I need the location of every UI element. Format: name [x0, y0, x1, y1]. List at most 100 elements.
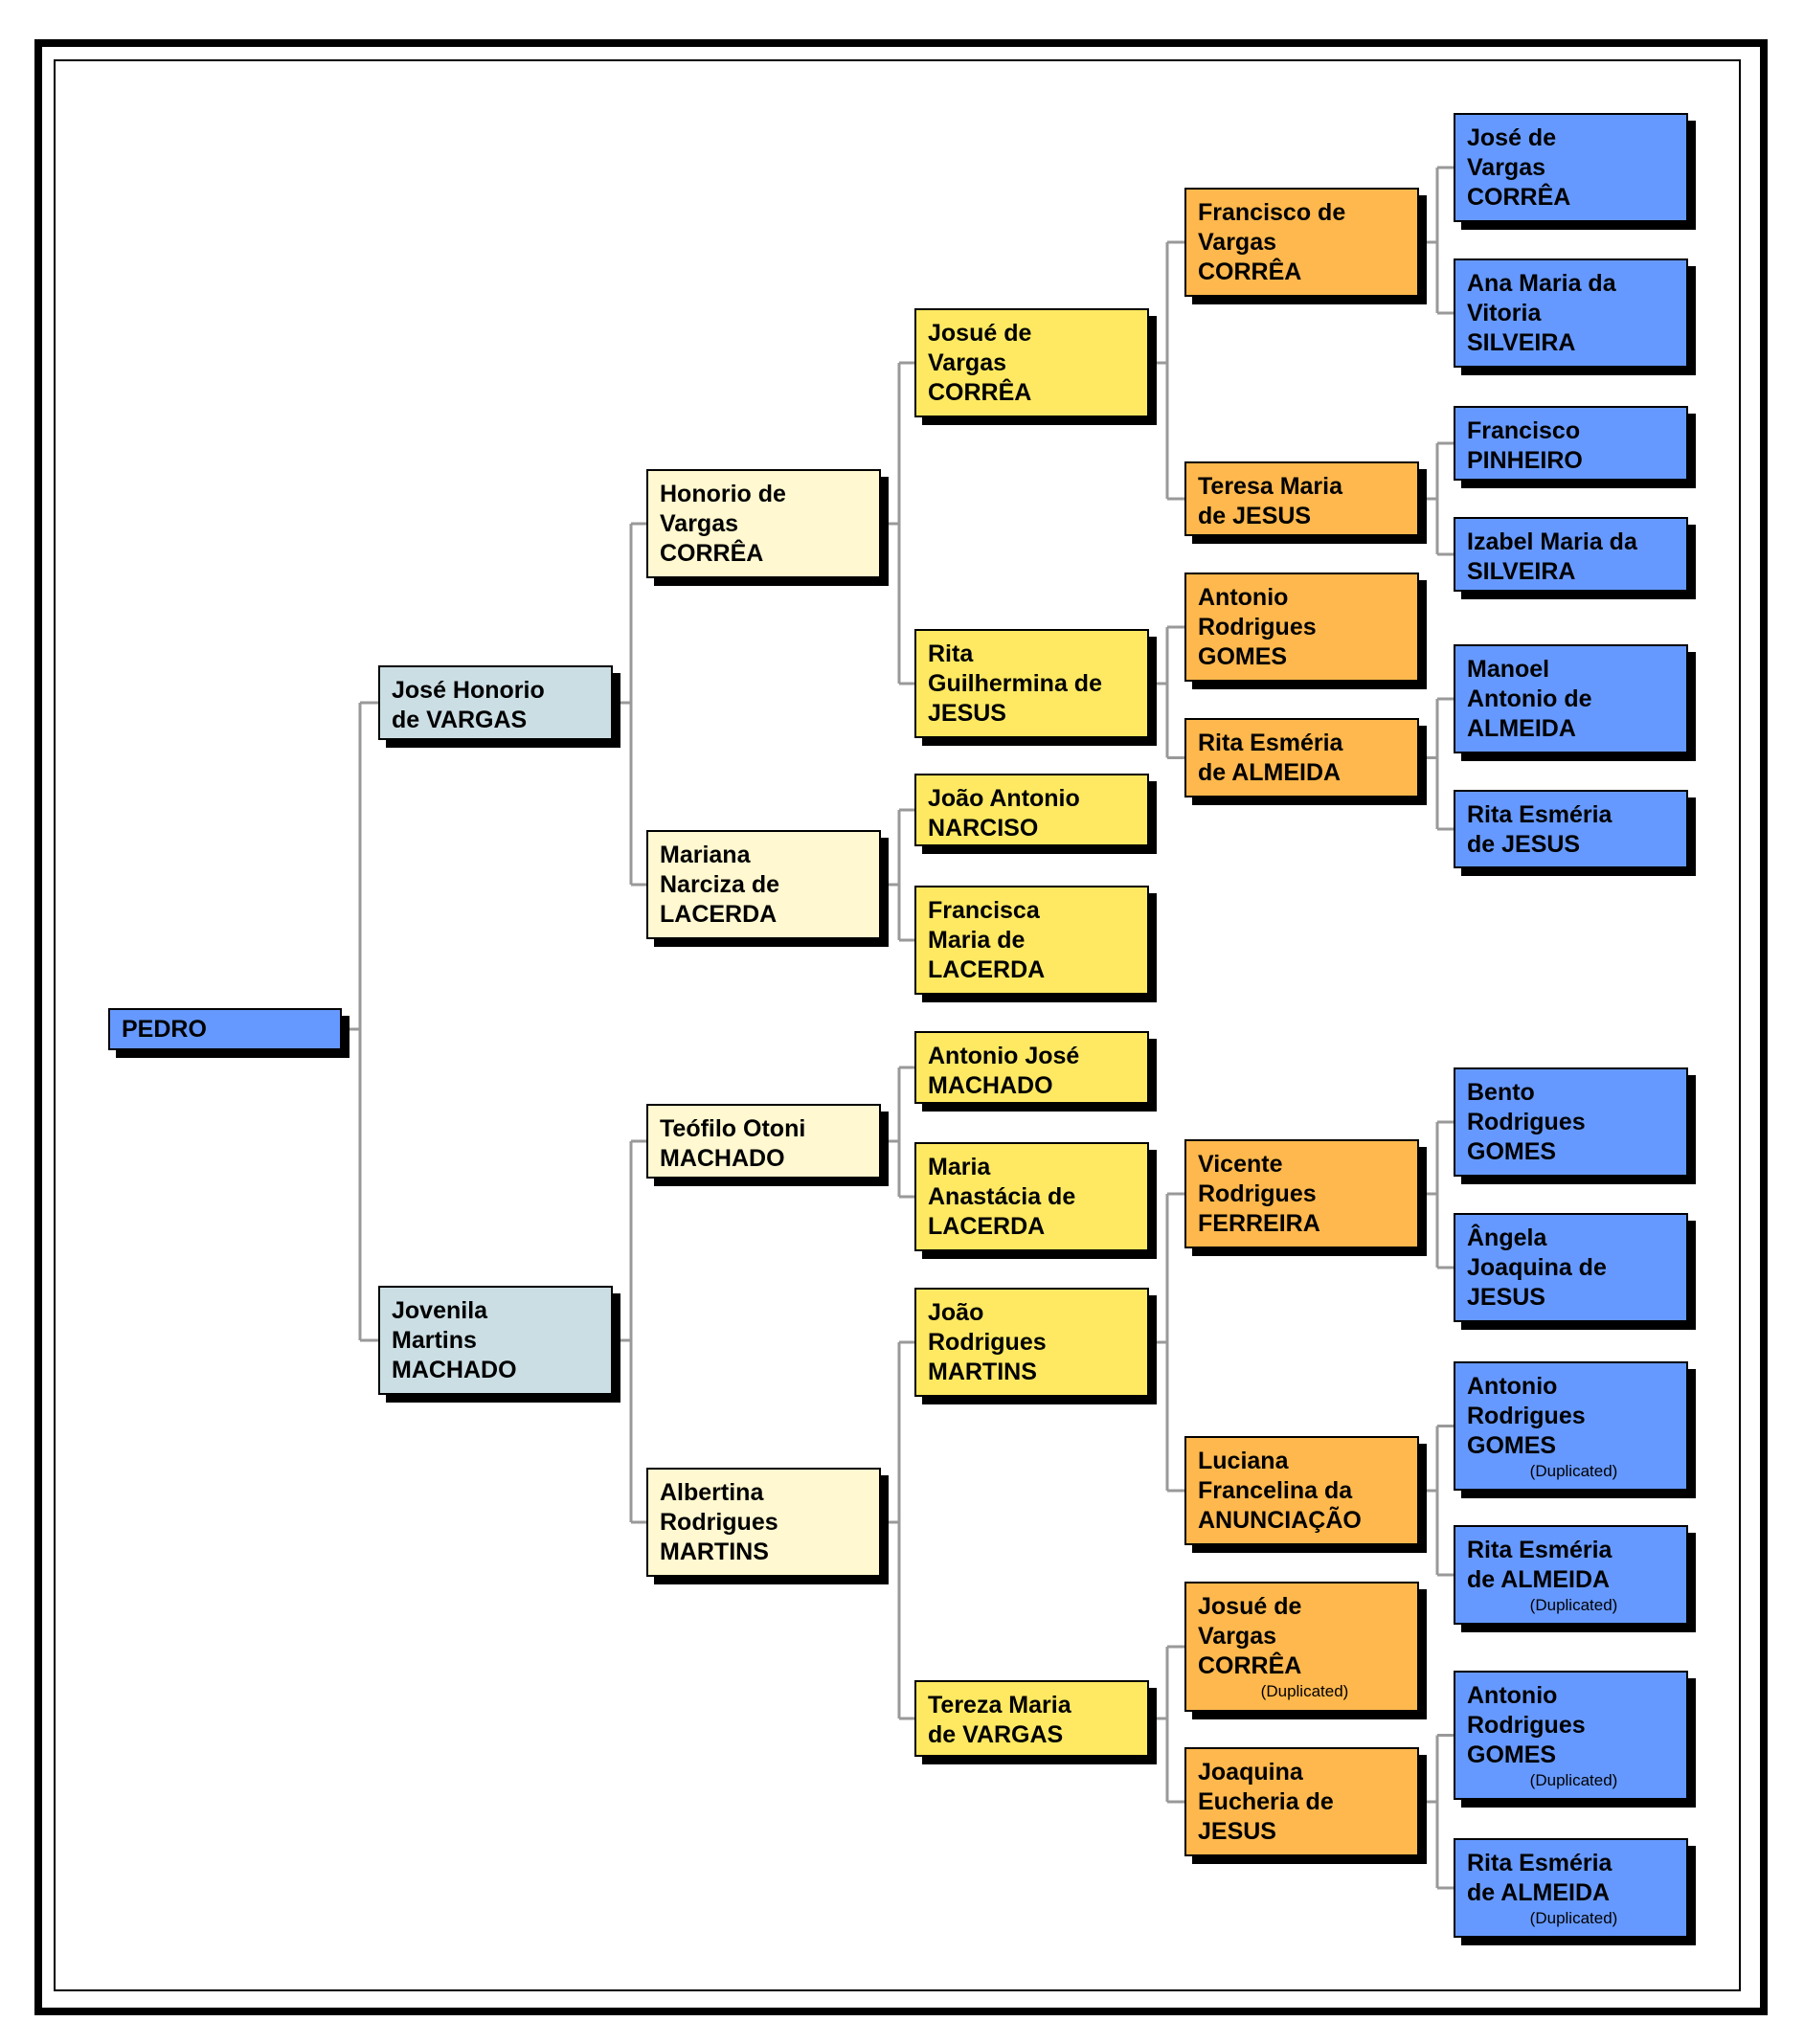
person-name-line: Francisco	[1467, 417, 1581, 444]
person-name-line: Antonio José	[928, 1043, 1080, 1069]
duplicated-note: (Duplicated)	[1529, 1462, 1618, 1480]
person-name-line: MACHADO	[660, 1145, 785, 1172]
person-name-line: Rodrigues	[1198, 614, 1317, 640]
person-name-line: de ALMEIDA	[1198, 759, 1342, 786]
person-name-line: GOMES	[1467, 1432, 1557, 1459]
person-name-line: Francisca	[928, 897, 1040, 924]
person-name-line: Honorio de	[660, 481, 786, 507]
duplicated-note: (Duplicated)	[1529, 1771, 1618, 1789]
person-name-line: Ângela	[1467, 1224, 1547, 1251]
person-name-line: Josué de	[928, 320, 1032, 347]
outer-frame	[34, 39, 1768, 2015]
person-name-line: de VARGAS	[392, 707, 528, 733]
person-name-line: Martins	[392, 1327, 477, 1354]
person-name-line: MARTINS	[660, 1539, 769, 1565]
person-name-line: Vargas	[660, 510, 739, 537]
duplicated-note: (Duplicated)	[1260, 1682, 1349, 1700]
person-name-line: de JESUS	[1467, 831, 1581, 858]
person-name-line: SILVEIRA	[1467, 558, 1576, 585]
duplicated-note: (Duplicated)	[1529, 1596, 1618, 1614]
person-name-line: Maria de	[928, 927, 1026, 954]
person-name-line: Rodrigues	[1467, 1109, 1586, 1135]
person-name-line: Joaquina de	[1467, 1254, 1607, 1281]
person-name-line: de JESUS	[1198, 503, 1312, 529]
inner-frame	[54, 59, 1741, 1991]
person-name-line: de ALMEIDA	[1467, 1879, 1611, 1906]
person-name-line: Ana Maria da	[1467, 270, 1616, 297]
person-name-line: CORRÊA	[660, 540, 764, 567]
person-box-jose-honorio[interactable]: José Honorio de VARGAS	[378, 665, 613, 740]
person-name-line: LACERDA	[660, 901, 778, 928]
person-name-line: GOMES	[1467, 1741, 1557, 1768]
person-name-line: de ALMEIDA	[1467, 1566, 1611, 1593]
person-name-line: MACHADO	[928, 1072, 1053, 1099]
person-name-line: CORRÊA	[1198, 258, 1302, 285]
person-name-line: Vargas	[1198, 1623, 1277, 1650]
person-name-line: Albertina	[660, 1479, 764, 1506]
person-box-rita-jesus6[interactable]: Rita Esméria de JESUS	[1454, 790, 1688, 868]
person-name-line: Antonio de	[1467, 685, 1592, 712]
person-name-line: Narciza de	[660, 871, 780, 898]
person-name-line: GOMES	[1198, 643, 1288, 670]
connector-lines	[342, 166, 1454, 1890]
person-name-line: Rita Esméria	[1467, 1850, 1612, 1876]
person-name-line: MARTINS	[928, 1359, 1037, 1385]
person-name-line: FERREIRA	[1198, 1210, 1320, 1237]
person-name-line: José Honorio	[392, 677, 545, 704]
person-name-line: Vargas	[1198, 229, 1277, 256]
person-name-line: Antonio	[1467, 1682, 1558, 1709]
person-name-line: de VARGAS	[928, 1721, 1064, 1748]
person-name-line: Francisco de	[1198, 199, 1346, 226]
person-name-line: JESUS	[1198, 1818, 1276, 1845]
person-name-line: Vicente	[1198, 1151, 1283, 1178]
person-name-line: Antonio	[1467, 1373, 1558, 1400]
person-name-line: ANUNCIAÇÃO	[1198, 1507, 1362, 1534]
person-box-pedro[interactable]: PEDRO	[108, 1008, 342, 1050]
person-name-line: Bento	[1467, 1079, 1535, 1106]
person-name-line: Rodrigues	[1467, 1403, 1586, 1429]
person-name-line: Maria	[928, 1154, 991, 1180]
person-name-line: Francelina da	[1198, 1477, 1353, 1504]
person-name-line: GOMES	[1467, 1138, 1557, 1165]
person-name-line: JESUS	[1467, 1284, 1545, 1311]
person-name-line: Rita	[928, 640, 974, 667]
person-name-line: João	[928, 1299, 984, 1326]
person-name-line: Josué de	[1198, 1593, 1302, 1620]
person-name-line: NARCISO	[928, 815, 1039, 842]
person-name-line: Rita Esméria	[1467, 801, 1612, 828]
person-name-line: PINHEIRO	[1467, 447, 1583, 474]
